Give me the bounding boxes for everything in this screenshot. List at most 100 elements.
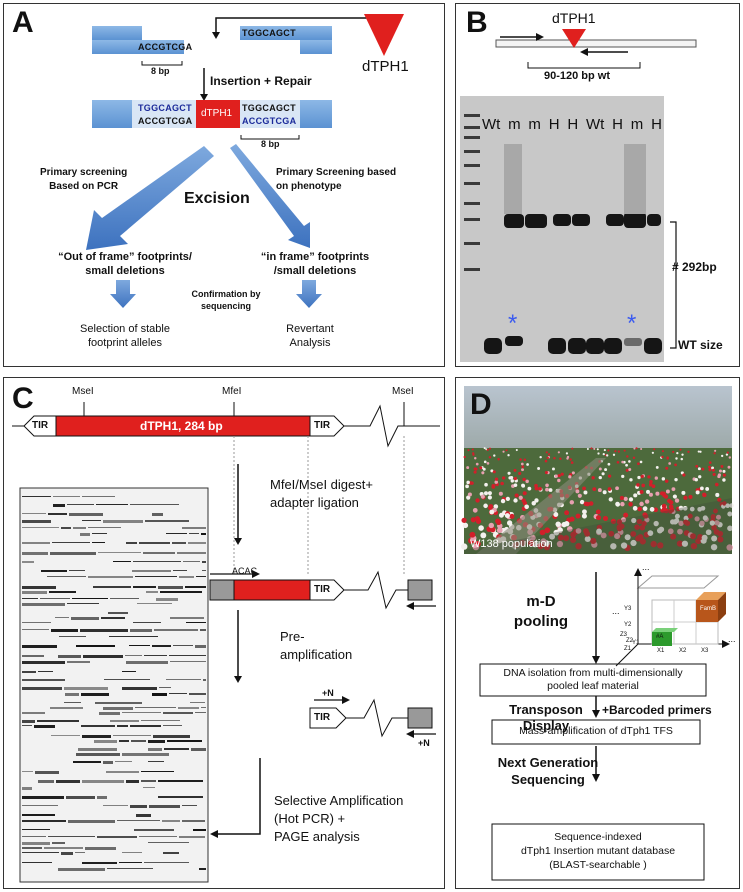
primary-left-line2: Based on PCR xyxy=(49,181,119,192)
gel-band xyxy=(47,576,86,577)
flower xyxy=(713,452,716,455)
flower xyxy=(570,536,577,543)
gel-band xyxy=(158,586,183,589)
barcoded-label: +Barcoded primers xyxy=(602,703,712,717)
flower xyxy=(539,529,546,536)
flower xyxy=(521,465,525,469)
flower xyxy=(606,454,609,457)
dna-left-lower xyxy=(92,40,184,54)
gel-band xyxy=(139,836,177,837)
photo-caption: W138 population xyxy=(470,538,553,550)
gel-band xyxy=(160,591,202,593)
plus-n-bottom: +N xyxy=(418,738,430,748)
flower xyxy=(525,479,529,484)
flower xyxy=(571,471,575,475)
flower xyxy=(505,449,508,452)
flower xyxy=(521,468,525,472)
flower xyxy=(695,464,699,468)
gel-band xyxy=(41,570,67,572)
tir-right-label: TIR xyxy=(314,420,331,431)
flower xyxy=(575,513,581,519)
flower xyxy=(633,493,638,498)
bp-label-top: 8 bp xyxy=(151,66,170,76)
flower xyxy=(653,448,656,451)
flower xyxy=(630,539,637,547)
gel-band xyxy=(136,814,151,817)
gel-band xyxy=(115,761,132,762)
in-frame: “in frame” footprints /small deletions xyxy=(240,250,390,278)
dna-box-line1: DNA isolation from multi-dimensionally xyxy=(503,667,683,679)
gel-band xyxy=(93,586,131,588)
flower xyxy=(695,490,700,495)
flower xyxy=(483,447,486,450)
flower xyxy=(534,483,538,488)
step2-line1: Pre- xyxy=(280,629,305,644)
primary-right-line2: on phenotype xyxy=(276,181,342,192)
flower xyxy=(690,542,698,550)
gel-band xyxy=(22,712,45,714)
acac-label: ACAC xyxy=(232,566,258,576)
flower xyxy=(674,463,677,467)
flower xyxy=(720,465,724,468)
gel-band xyxy=(182,820,205,822)
inserted-left-bottom: ACCGTCGA xyxy=(138,116,193,126)
flower xyxy=(647,530,654,537)
panel-d-label: D xyxy=(470,388,492,421)
flower xyxy=(701,467,705,471)
gel-band xyxy=(189,693,206,695)
dna-box-line2: pooled leaf material xyxy=(547,680,639,692)
flower xyxy=(608,474,612,478)
flower xyxy=(462,522,469,529)
panel-a-label: A xyxy=(12,6,34,39)
flower xyxy=(478,525,484,531)
flower xyxy=(581,513,587,519)
primary-right-line1: Primary Screening based xyxy=(276,167,397,178)
flower xyxy=(726,451,729,454)
flower xyxy=(545,487,549,492)
gel-band xyxy=(122,671,136,672)
flower xyxy=(705,487,710,491)
cube-z2: Z2 xyxy=(626,638,634,644)
gel-band xyxy=(141,780,156,782)
flower xyxy=(621,474,625,478)
flower xyxy=(670,533,677,540)
flower xyxy=(722,501,727,506)
flower xyxy=(722,473,726,477)
gel-ladder xyxy=(464,114,480,271)
flower xyxy=(687,513,693,519)
plus-n-top: +N xyxy=(322,688,334,698)
flower xyxy=(612,453,616,456)
in-frame-line2: /small deletions xyxy=(273,265,357,277)
flower xyxy=(524,504,529,510)
gel-band xyxy=(96,504,128,505)
flower xyxy=(466,495,471,500)
adapter-left xyxy=(209,579,235,601)
flower xyxy=(674,477,678,482)
flower xyxy=(494,477,499,481)
flower xyxy=(632,456,636,460)
flower xyxy=(690,533,696,540)
flower xyxy=(602,490,607,495)
flower xyxy=(668,462,672,465)
gel-band xyxy=(109,636,158,637)
flower xyxy=(679,448,682,451)
gel-band xyxy=(22,603,65,606)
dna-isolation-box xyxy=(479,663,707,697)
gel-band xyxy=(130,805,147,808)
b-size-bracket xyxy=(670,221,677,349)
flower xyxy=(610,543,617,550)
flower xyxy=(513,476,518,481)
flower xyxy=(711,524,717,531)
gel-band xyxy=(201,533,206,535)
gel-band xyxy=(145,520,189,522)
gel-band xyxy=(75,852,85,853)
flower xyxy=(728,456,732,459)
walkway xyxy=(476,458,606,554)
flower xyxy=(711,535,718,542)
gel-band xyxy=(117,725,128,727)
flower xyxy=(710,514,716,520)
dna-right-upper xyxy=(240,26,332,40)
flower xyxy=(483,460,487,464)
flower xyxy=(708,465,711,469)
gel-band xyxy=(22,591,47,594)
